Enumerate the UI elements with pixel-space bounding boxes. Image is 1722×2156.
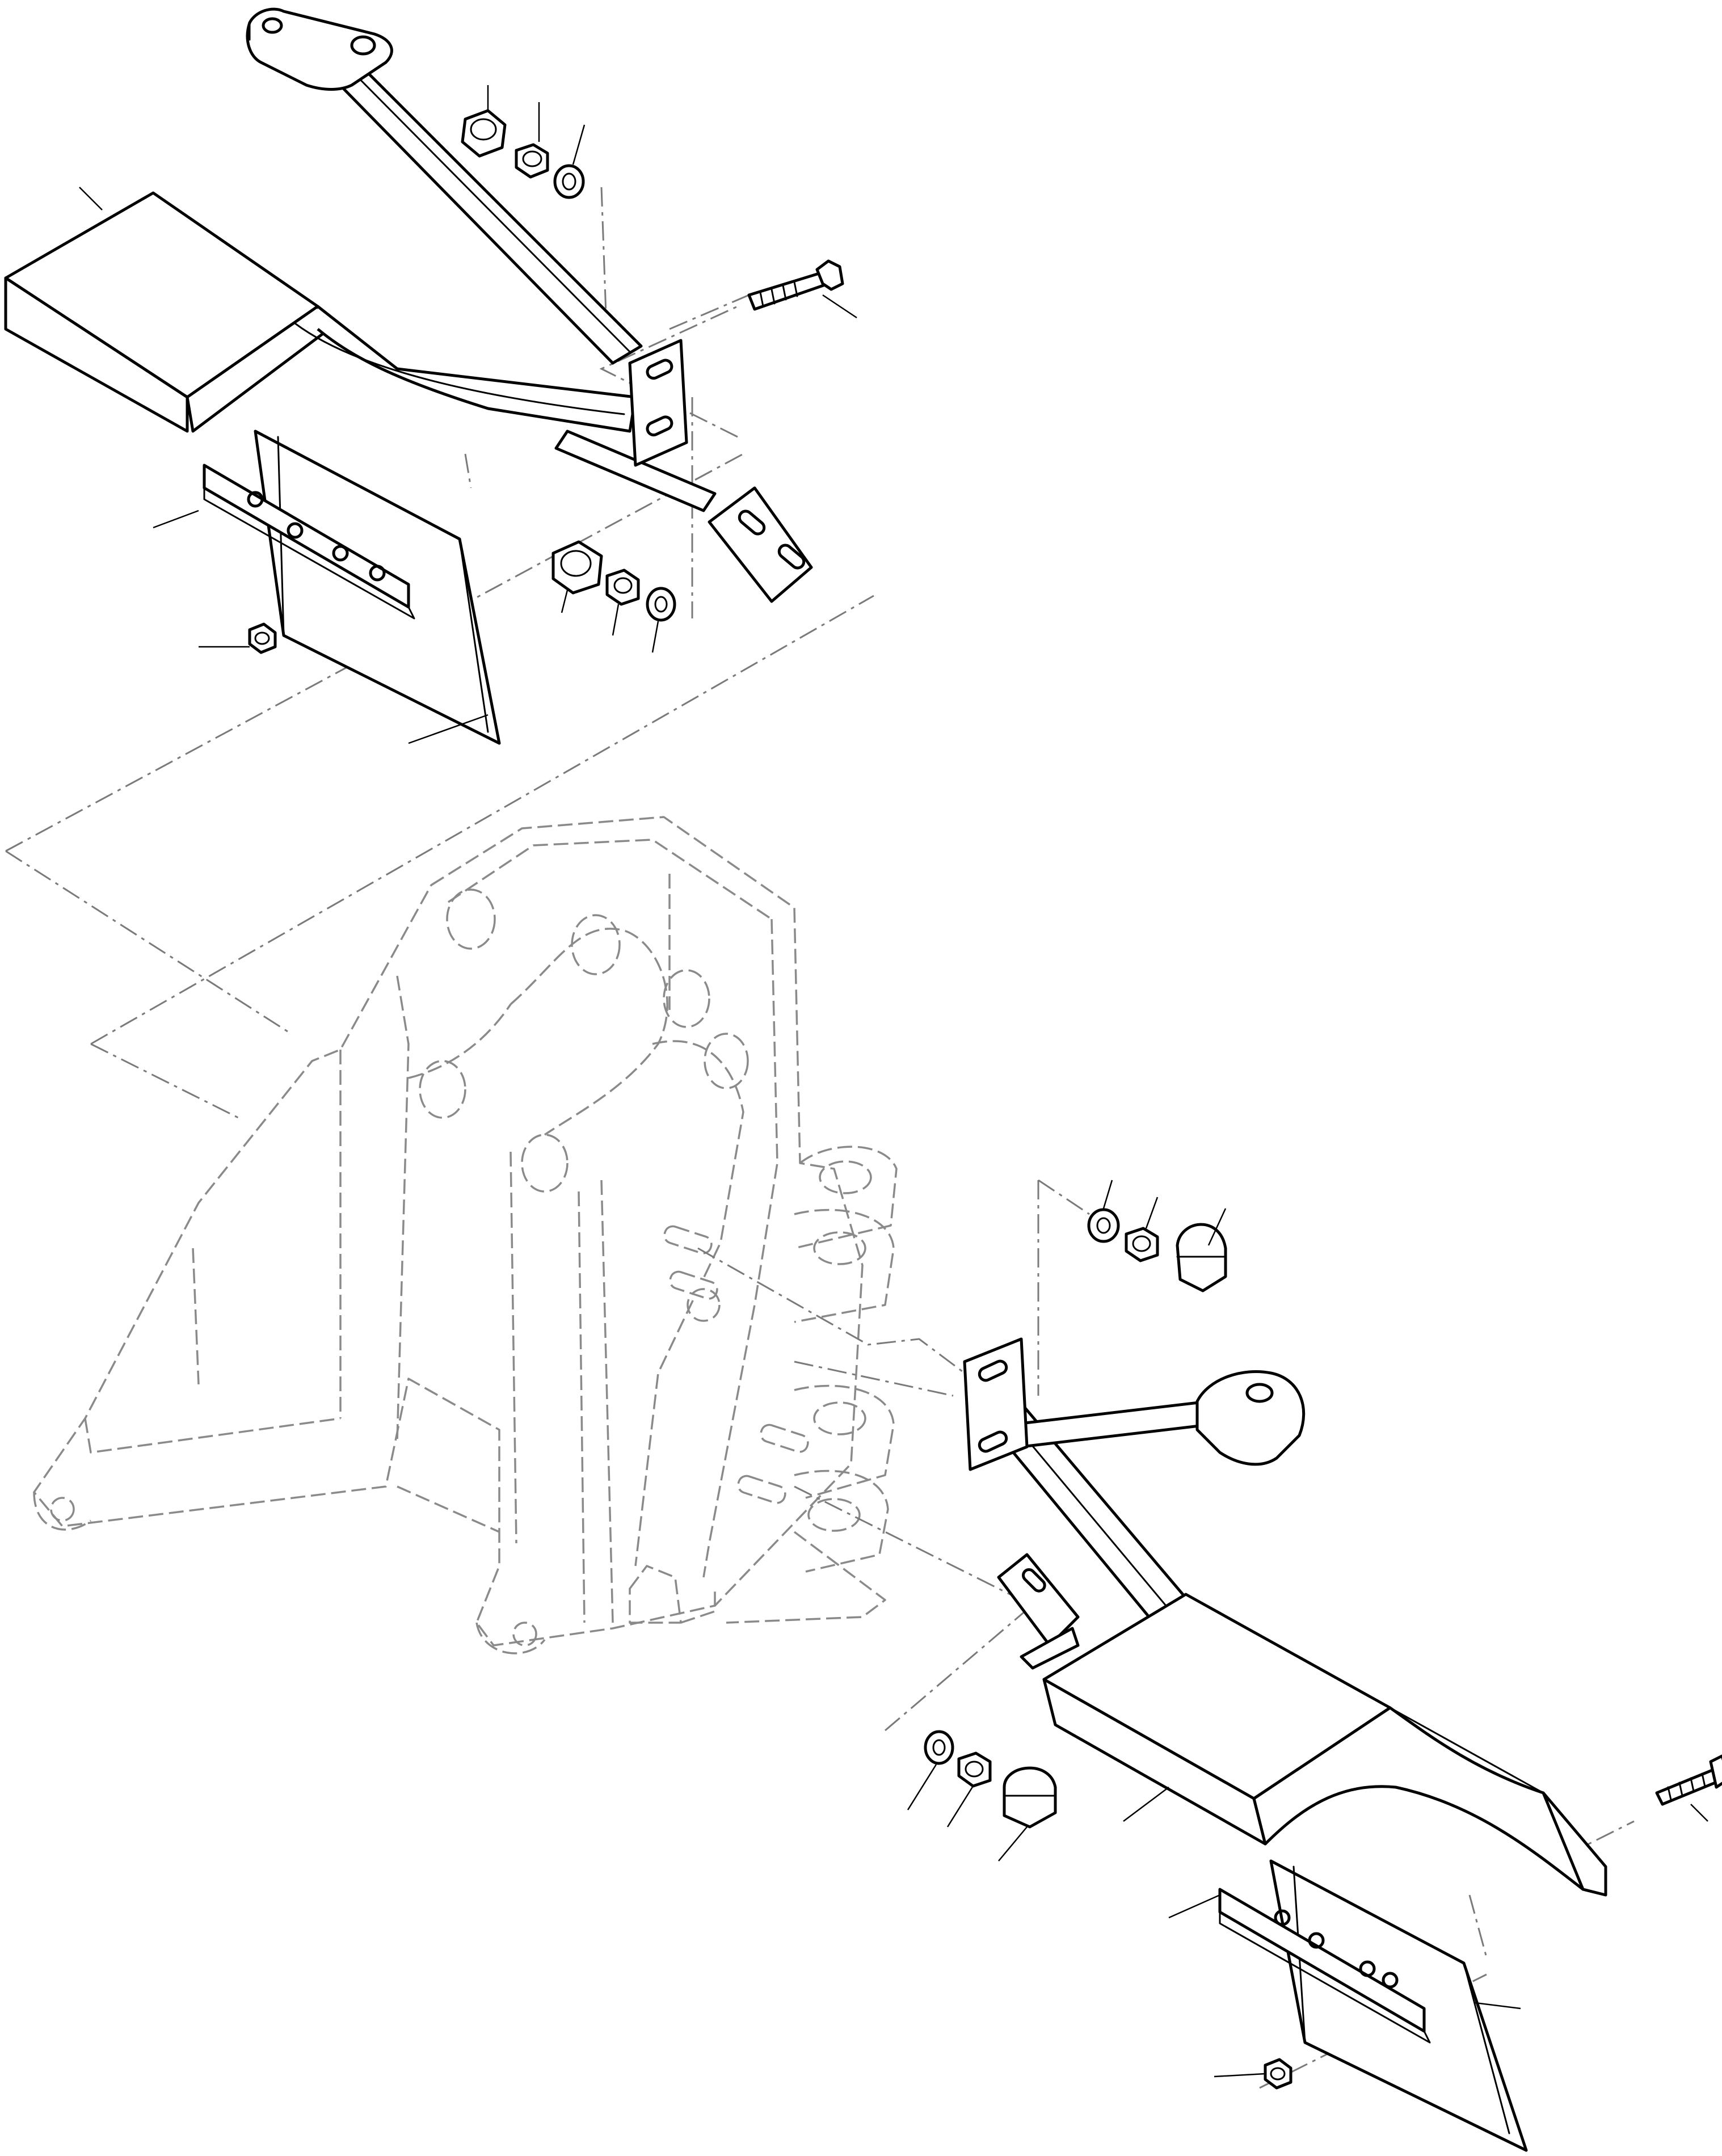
slot [978,1359,1008,1382]
cross-strut [554,429,717,512]
hex-nut-icon [1125,1227,1159,1262]
slot [738,509,766,536]
hex-nut-icon [248,622,277,654]
callout-leaders-lower [907,1180,1708,2078]
long-strut [316,55,643,365]
plate-hole [262,17,283,34]
end-plate [708,486,813,603]
hex-nut-icon [461,109,507,158]
end-plate [1195,1370,1306,1466]
washer-icon [924,1730,954,1765]
callout-leaders-upper [79,85,857,744]
upper-left-support-bracket [4,7,857,745]
washer-icon [1087,1208,1120,1243]
washer-icon [553,164,585,199]
top-mounting-plate [246,7,393,91]
alignment-lines [5,187,1635,2089]
phantom-frame [33,816,898,1654]
phantom-pins [663,1225,809,1504]
cap-nut-icon [1176,1223,1227,1292]
slot [1022,1568,1046,1593]
angled-tab [997,1553,1080,1647]
slot [978,1430,1008,1453]
slot [777,544,806,570]
hex-nut-icon [957,1751,992,1788]
hex-nut-icon [1264,2058,1292,2090]
washer-icon [646,587,676,622]
lower-right-support-bracket [907,1180,1722,2152]
plate-hole [350,35,376,56]
cap-nut-icon [551,540,603,595]
slot [646,359,673,380]
hex-nut-icon [605,569,640,606]
mounting-plate [628,339,688,467]
cap-nut-icon [1003,1766,1057,1829]
slot [646,415,673,437]
plate-hole [1245,1383,1274,1403]
mounting-plate [963,1337,1029,1471]
cross-strut [1014,1400,1216,1448]
hex-bolt-icon [747,259,844,311]
hex-bolt-icon [1655,1754,1722,1806]
hex-nut-icon [515,143,549,179]
